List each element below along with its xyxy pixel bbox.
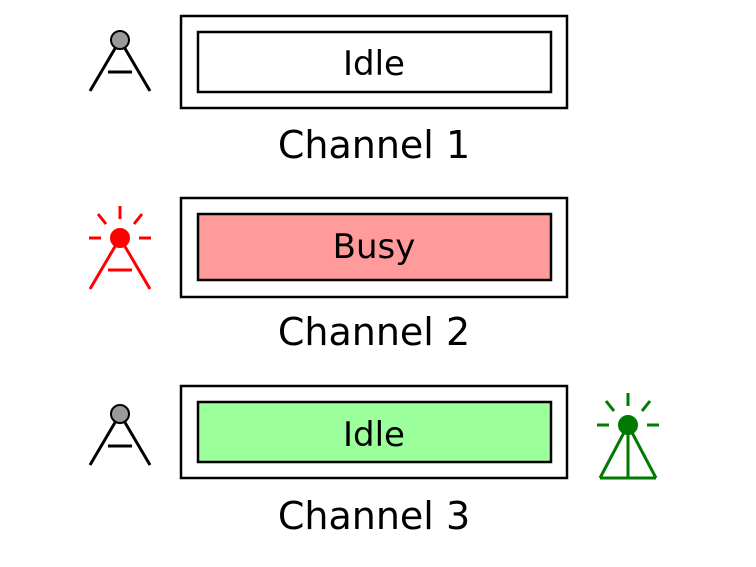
channel-1-status-text: Idle xyxy=(343,44,405,84)
channel-3-status-box xyxy=(196,400,553,464)
channel-1-label: Channel 1 xyxy=(278,123,470,167)
channel-2-label: Channel 2 xyxy=(278,310,470,354)
channel-3-group: Idle Channel 3 xyxy=(88,384,659,538)
channel-2-status-text: Busy xyxy=(333,227,416,267)
channel-3-status-text: Idle xyxy=(343,415,405,455)
antenna-inactive-icon xyxy=(88,404,152,466)
channel-1-status-box xyxy=(196,30,553,94)
channel-2-status-box xyxy=(196,212,553,282)
antenna-receiving-icon xyxy=(597,393,659,480)
channel-2-group: Busy Channel 2 xyxy=(88,196,569,354)
antenna-transmitting-icon xyxy=(88,206,152,290)
channel-1-group: Idle Channel 1 xyxy=(88,14,569,167)
channel-3-label: Channel 3 xyxy=(278,494,470,538)
antenna-inactive-icon xyxy=(88,30,152,92)
